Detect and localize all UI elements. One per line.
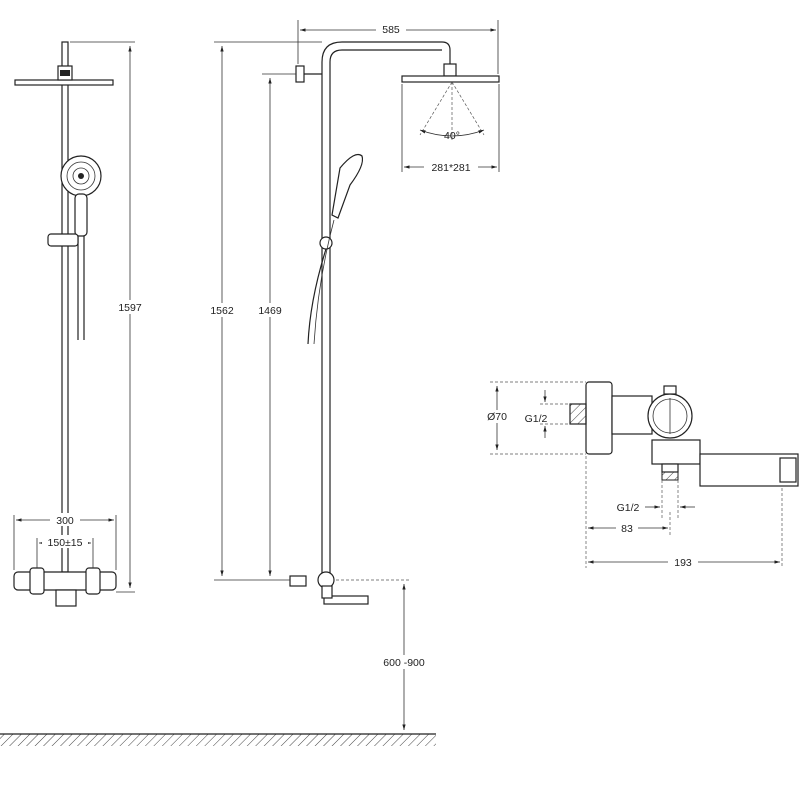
front-overhead-shower-head — [14, 65, 114, 86]
side-shower-arm — [321, 41, 451, 66]
dim-head-size: 281*281 — [431, 162, 470, 174]
dim-inlet-centers: 150±15 — [48, 537, 83, 549]
dim-spout-length: 193 — [674, 557, 692, 569]
dim-arm-reach: 585 — [382, 24, 400, 36]
floor-line — [0, 733, 436, 746]
dim-mixer-width: 300 — [56, 515, 74, 527]
front-slider — [47, 233, 79, 247]
mixer-spout — [651, 439, 799, 487]
dim-body-diameter: Ø70 — [487, 411, 507, 423]
dim-total-height-side: 1562 — [210, 305, 234, 317]
side-overhead-shower-head — [401, 63, 500, 140]
dim-inlet-thread-top: G1/2 — [525, 413, 548, 425]
side-view: 40° 585 281*281 1562 — [0, 20, 500, 746]
mixer-escutcheon — [585, 381, 613, 455]
front-riser-pipe — [61, 41, 69, 573]
dim-outlet-offset: 83 — [621, 523, 633, 535]
front-view: 1597 300 150±15 — [13, 41, 148, 607]
dim-slide-bar-height: 1469 — [258, 305, 282, 317]
dim-install-height: 600 -900 — [383, 657, 425, 669]
side-wall-bracket — [295, 65, 305, 83]
mixer-threaded-inlet — [569, 403, 587, 425]
side-hand-shower — [319, 153, 364, 250]
dim-spray-angle: 40° — [444, 130, 460, 142]
mixer-detail-view: Ø70 G1/2 G1/2 83 193 — [482, 381, 799, 569]
dim-inlet-thread-bottom: G1/2 — [617, 502, 640, 514]
side-hose — [307, 248, 327, 345]
front-thermostatic-mixer — [13, 567, 117, 607]
side-mixer — [289, 571, 369, 605]
front-hand-shower — [60, 155, 102, 237]
dim-total-height-front: 1597 — [118, 302, 142, 314]
